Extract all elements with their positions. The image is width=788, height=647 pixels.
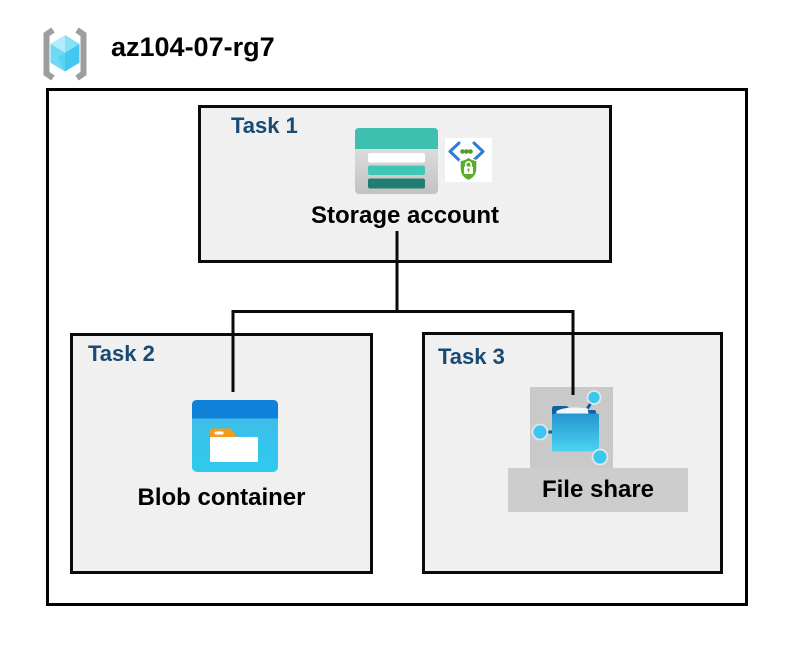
blob-container-label: Blob container	[137, 484, 306, 511]
task3-box: Task 3 File share	[422, 332, 723, 574]
file-share-label: File share	[541, 476, 655, 503]
file-share-icon-background	[530, 387, 613, 468]
resource-group-icon	[43, 27, 87, 81]
file-share-icon	[531, 390, 609, 466]
task1-label: Task 1	[231, 113, 298, 138]
task3-label: Task 3	[438, 344, 505, 369]
task2-box: Task 2 Blob container	[70, 333, 373, 574]
task1-box: Task 1 Storage acc	[198, 105, 612, 263]
storage-account-icon	[355, 128, 438, 194]
resource-group-name: az104-07-rg7	[111, 32, 275, 62]
blob-container-icon	[192, 400, 278, 472]
file-share-label-background: File share	[508, 468, 688, 512]
storage-account-label: Storage account	[310, 202, 500, 229]
sas-shield-lock-icon	[445, 138, 492, 182]
task2-label: Task 2	[88, 341, 155, 366]
